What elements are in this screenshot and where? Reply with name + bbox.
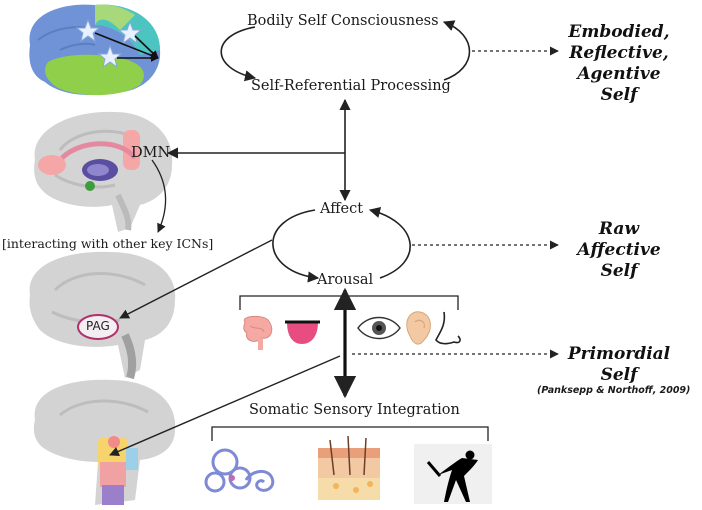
- primordial-line-1: Primordial: [567, 344, 671, 364]
- stretching-figure-icon: [414, 444, 492, 504]
- somatic-bracket: [211, 426, 489, 441]
- eye-icon: [357, 316, 401, 340]
- brainstem-arrow: [109, 355, 341, 457]
- pag-label: PAG: [86, 319, 110, 333]
- affect-label: Affect: [320, 201, 364, 217]
- embodied-line-3: Agentive: [577, 64, 661, 84]
- brain-dmn-icon: [34, 111, 173, 232]
- raw-line-2: Affective: [577, 240, 661, 260]
- dmn-label: DMN: [131, 145, 171, 161]
- primordial-line-2: Self: [600, 365, 638, 385]
- ear-icon: [406, 311, 431, 345]
- brain-pag-icon: [29, 251, 176, 380]
- loop-arrow-left-mid: [272, 209, 320, 283]
- bodily-self-consciousness-label: Bodily Self Consciousness: [247, 13, 439, 29]
- loop-arrow-right-top: [442, 20, 471, 81]
- icn-arrow: [151, 159, 167, 233]
- embodied-line-4: Self: [600, 85, 638, 105]
- sensory-bracket-top: [239, 295, 459, 310]
- skin-layers-icon: [318, 435, 380, 500]
- icn-label: [interacting with other key ICNs]: [2, 236, 214, 251]
- embodied-self-label: Embodied, Reflective, Agentive Self: [564, 22, 674, 106]
- brain-cortex-icon: [29, 4, 161, 96]
- somatic-sensory-integration-label: Somatic Sensory Integration: [249, 402, 460, 418]
- nose-icon: [435, 311, 461, 345]
- tongue-icon: [285, 320, 320, 344]
- loop-arrow-right-mid: [368, 207, 411, 279]
- raw-line-1: Raw: [598, 219, 640, 239]
- intestine-icon: [243, 315, 273, 350]
- brainstem-icon: [33, 379, 176, 505]
- raw-line-3: Self: [600, 261, 638, 281]
- primordial-self-label: Primordial Self: [564, 344, 674, 386]
- loop-arrow-left-top: [220, 26, 257, 82]
- arousal-label: Arousal: [317, 272, 374, 288]
- self-referential-processing-label: Self-Referential Processing: [251, 78, 451, 94]
- citation-label: (Panksepp & Northoff, 2009): [537, 385, 691, 396]
- embodied-line-1: Embodied,: [568, 22, 670, 42]
- pag-arrow: [119, 239, 273, 319]
- embodied-line-2: Reflective,: [569, 43, 669, 63]
- inner-ear-icon: [204, 448, 275, 493]
- raw-affective-self-label: Raw Affective Self: [564, 219, 674, 282]
